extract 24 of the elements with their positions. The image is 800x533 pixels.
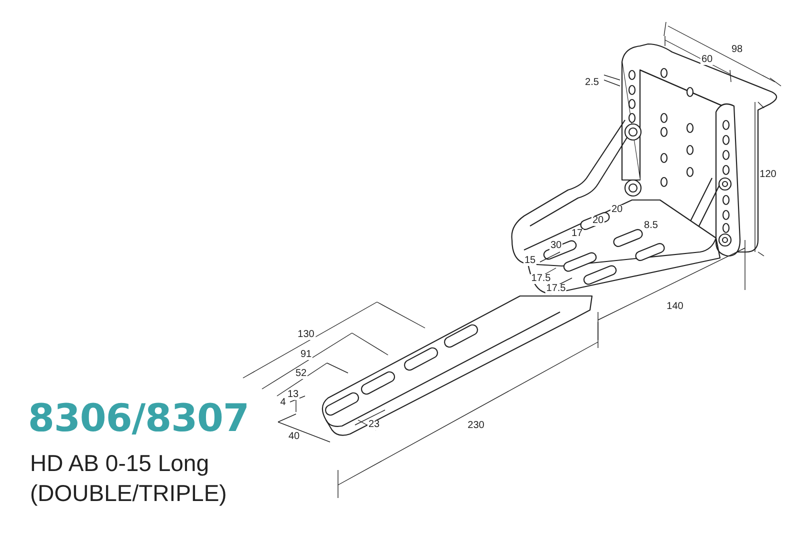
dimension-label: 130 [296,330,316,340]
dimension-label: 52 [294,369,308,379]
dimension-label: 30 [549,241,563,251]
product-description: HD AB 0-15 Long [30,450,210,477]
dimension-label: 120 [758,170,778,180]
dimension-label: 2.5 [584,78,600,88]
dimension-label: 20 [591,216,605,226]
dimension-label: 91 [299,350,313,360]
dimension-label: 23 [367,420,381,430]
dimension-label: 13 [286,390,300,400]
product-description: (DOUBLE/TRIPLE) [30,480,227,507]
dimension-label: 17.5 [530,274,552,284]
dimension-label: 40 [287,432,301,442]
dimension-label: 8.5 [643,221,659,231]
dimension-label: 60 [700,55,714,65]
dimension-label: 98 [730,45,744,55]
dimension-label: 17 [570,229,584,239]
dimension-label: 140 [666,302,684,312]
dimension-label: 15 [523,256,537,266]
dimension-label: 230 [466,421,486,431]
dimension-label: 4 [279,398,287,408]
part-number-title: 8306/8307 [28,396,249,440]
dimension-label: 17.5 [545,284,567,294]
dimension-label: 20 [610,205,624,215]
